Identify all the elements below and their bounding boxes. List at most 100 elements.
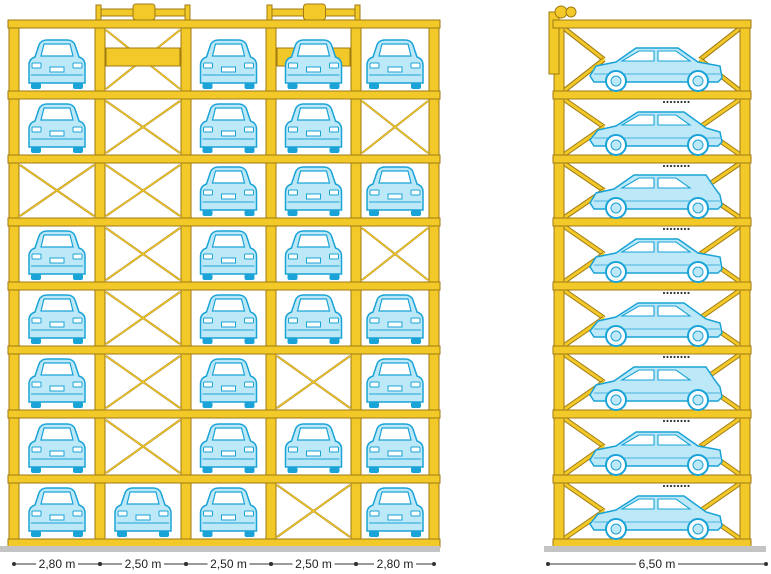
platform-chain-dot (666, 419, 669, 423)
diagonal-strut-fill (564, 27, 605, 61)
bay-4-width-label: 2,50 m (295, 557, 332, 571)
tail-light (369, 62, 380, 69)
tail-light (329, 62, 339, 69)
wheel (411, 531, 421, 537)
platform-chain-dot (680, 484, 683, 488)
rear-window (40, 298, 74, 312)
tail-light (72, 62, 83, 69)
wheel (202, 467, 213, 473)
side-depth-tick (764, 562, 768, 566)
wheel (244, 147, 255, 153)
side-window (619, 498, 655, 510)
diagonal-strut-fill (564, 58, 605, 92)
drive-wheel (565, 6, 577, 18)
wheel (31, 531, 41, 537)
license-plate (135, 514, 151, 521)
floor-beam (7, 90, 441, 100)
tail-light (244, 126, 254, 133)
tail-light (31, 510, 42, 517)
car-rear-icon (28, 358, 86, 408)
tail-light (203, 253, 213, 260)
tail-light (203, 62, 213, 69)
license-plate (387, 385, 403, 392)
wheel (202, 531, 213, 537)
rear-window (378, 491, 412, 505)
side-depth-tick (546, 562, 550, 566)
hubcap (692, 523, 704, 535)
wheel (287, 147, 298, 153)
hoist-motor (303, 3, 326, 21)
license-plate (387, 514, 403, 521)
tail-light (72, 126, 83, 133)
wheel (73, 531, 83, 537)
bay-4-width-label-bg (292, 557, 335, 571)
license-plate (49, 385, 65, 392)
platform-chain-dot (683, 355, 687, 359)
diagonal-strut-fill (564, 417, 605, 448)
platform-chain-dot (687, 419, 690, 423)
bay-2-width-label: 2,50 m (125, 557, 162, 571)
license-plate (387, 321, 403, 328)
license-plate (221, 321, 236, 328)
hoist-post (354, 4, 361, 22)
lift-platform (105, 47, 181, 67)
wheel (202, 147, 213, 153)
rear-window (378, 43, 412, 57)
license-plate (306, 130, 321, 137)
tail-light (369, 510, 380, 517)
wagon-side-icon (589, 495, 723, 540)
license-plate (221, 130, 236, 137)
bay-1-width-label-bg (36, 557, 78, 571)
floor-beam (552, 154, 752, 164)
wheel (411, 338, 421, 344)
bay-3-width-tick (184, 562, 188, 566)
floor-beam (552, 409, 752, 419)
platform-chain-dot (669, 291, 673, 295)
car-rear-icon (28, 294, 86, 344)
car-rear-icon (284, 294, 343, 344)
hubcap (610, 394, 622, 406)
sedan-side-icon (589, 47, 723, 92)
hoist-post (95, 4, 102, 22)
diagonal-strut-fill (699, 98, 740, 129)
platform-chain-dot (673, 164, 676, 168)
side-window (619, 434, 655, 446)
wheel (73, 83, 83, 89)
platform-chain-dot (673, 355, 676, 359)
platform-chain-dot (680, 419, 683, 423)
wagon-side-icon (589, 366, 723, 411)
license-plate (49, 450, 65, 457)
bay-5-width-tick (432, 562, 436, 566)
tail-light (410, 62, 421, 69)
tail-light (369, 317, 380, 324)
tail-light (329, 317, 339, 324)
rear-window (296, 107, 331, 121)
rear-window (296, 170, 331, 184)
car-rear-icon (284, 39, 343, 89)
platform-chain-dot (669, 484, 673, 488)
wheel (287, 467, 298, 473)
platform-chain-dot (683, 419, 687, 423)
tail-light (244, 62, 254, 69)
hubcap (692, 266, 704, 278)
car-rear-icon (284, 166, 343, 216)
bay-1-width-label: 2,80 m (39, 557, 76, 571)
wheel (329, 83, 340, 89)
tail-light (288, 317, 298, 324)
side-window (619, 305, 655, 317)
car-rear-icon (284, 230, 343, 280)
wheel (287, 274, 298, 280)
platform-chain-dot (687, 355, 690, 359)
tail-light (158, 510, 169, 517)
license-plate (221, 385, 236, 392)
floor-beam (552, 90, 752, 100)
platform-chain-dot (673, 419, 676, 423)
tail-light (410, 189, 421, 196)
diagonal-strut-fill (564, 482, 605, 513)
floor-beam (7, 474, 441, 484)
hubcap (692, 330, 704, 342)
cross-brace-fill (105, 100, 181, 154)
car-rear-icon (284, 423, 343, 473)
platform-chain-dot (673, 291, 676, 295)
platform-chain-dot (687, 227, 690, 231)
